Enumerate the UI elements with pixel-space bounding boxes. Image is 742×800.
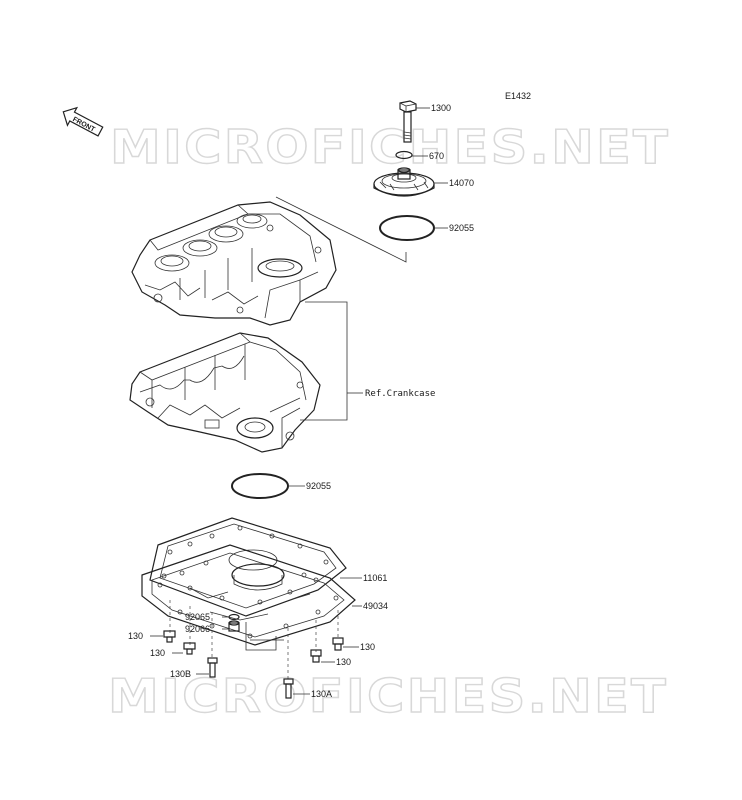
label-130-left-top: 130	[128, 631, 143, 641]
label-92055-top: 92055	[449, 223, 474, 233]
front-arrow-icon: FRONT	[62, 106, 104, 137]
label-ref-crankcase: Ref.Crankcase	[365, 389, 435, 399]
cover-14070-icon	[373, 167, 435, 197]
oring-92055-bottom-icon	[231, 473, 289, 499]
bolt-130-right-upper-icon	[332, 637, 344, 651]
label-14070: 14070	[449, 178, 474, 188]
diagram-code: E1432	[505, 91, 531, 101]
lower-crankcase-icon	[129, 332, 321, 453]
gasket-11061-icon	[149, 517, 347, 617]
label-49034: 49034	[363, 601, 388, 611]
label-130-right-lower: 130	[336, 657, 351, 667]
oil-pan-49034-icon	[141, 544, 356, 646]
bolt-130-left-top-icon	[163, 630, 176, 643]
label-670: 670	[429, 151, 444, 161]
watermark-bottom: MICROFICHES.NET	[108, 669, 668, 723]
label-11061: 11061	[363, 573, 387, 583]
label-92065: 92065	[185, 612, 210, 622]
oring-670-icon	[395, 150, 413, 160]
watermark-top: MICROFICHES.NET	[110, 120, 670, 174]
bolt-1300-icon	[399, 100, 417, 143]
label-1300: 1300	[431, 103, 451, 113]
upper-crankcase-icon	[131, 201, 337, 326]
drain-plug-92066-icon	[228, 620, 240, 632]
label-130-right-upper: 130	[360, 642, 375, 652]
bolt-130-right-lower-icon	[310, 649, 322, 663]
label-130B: 130B	[170, 669, 191, 679]
front-label: FRONT	[71, 116, 96, 134]
label-92066: 92066	[185, 624, 210, 634]
bolt-130B-icon	[207, 657, 218, 678]
label-130-left-bottom: 130	[150, 648, 165, 658]
bolt-130A-icon	[283, 678, 294, 699]
oring-92055-top-icon	[379, 215, 435, 241]
label-92055-bottom: 92055	[306, 481, 331, 491]
bolt-130-left-bottom-icon	[183, 642, 196, 655]
label-130A: 130A	[311, 689, 332, 699]
